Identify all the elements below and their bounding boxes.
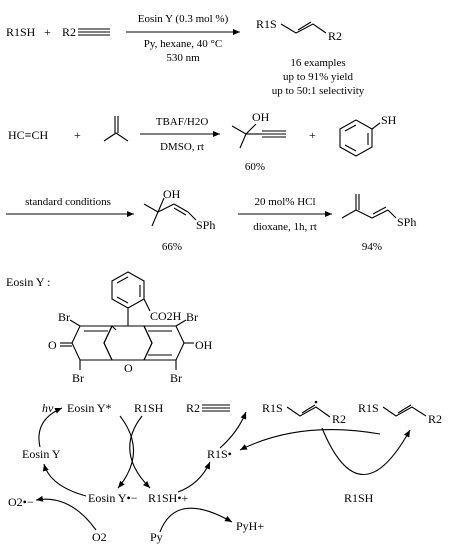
reactant-r1sh: R1SH [6,25,36,39]
scheme-2: HC≡CH + TBAF/H2O DMSO, rt OH 60% + [8,110,397,173]
summary-yield: up to 91% yield [283,71,353,83]
bromine-bottom-right: Br [170,371,182,385]
r1sh-hat-reagent: R1SH [344,491,374,505]
mechanism-cycle: hv Eosin Y* R1SH Eosin Y Eosin Y•− R1SH•… [8,400,442,544]
arrow-thiol-oxidation [129,415,151,489]
eosin-excited: Eosin Y* [67,401,112,415]
vinyl-radical-chain [286,406,331,418]
conditions-top: Eosin Y (0.3 mol %) [138,13,229,25]
keto-oxygen: O [48,338,57,352]
scheme-1: R1SH + R2 Eosin Y (0.3 mol %) Py, hexane… [6,13,365,97]
plus-sign: + [44,25,51,39]
oxygen: O2 [92,530,107,544]
alkyne-triple-bond [78,28,110,36]
arrow-deprotonation [159,507,233,533]
conditions-bottom-1: Py, hexane, 40 °C [144,38,223,50]
thiyl-radical: R1S• [207,447,232,461]
standard-conditions: standard conditions [25,196,111,208]
arrow-regenerate-thiyl [239,429,381,451]
bromine-top-left: Br [58,310,70,324]
plus-sign-2: + [309,128,316,142]
reagents-bottom: DMSO, rt [160,141,204,153]
product-r2: R2 [328,29,342,43]
product-yield-94: 94% [362,241,382,253]
thiophenol-sh: SH [381,113,397,127]
summary-selectivity: up to 50:1 selectivity [272,85,365,97]
bromine-bottom-left: Br [72,371,84,385]
scheme-3: standard conditions OH SPh 66% 20 mol% H… [6,187,416,253]
arrow-regeneration [42,463,87,497]
ring-oxygen: O [124,361,133,375]
diene-sulfide-structure [341,194,397,219]
intermediate-yield: 66% [162,241,182,253]
arrow-set-to-eosin [117,415,135,489]
product-sph: SPh [397,215,416,229]
xanthene-core [60,319,194,370]
alkyne-triple-bond-mech [202,404,230,412]
reagents-top: TBAF/H2O [156,116,209,128]
product-oh: OH [252,110,270,124]
conditions-bottom-2: 530 nm [166,52,200,64]
benzoic-acid-ring [111,271,151,326]
propargyl-alcohol-structure [231,123,286,149]
final-product-chain [382,406,427,417]
reactant-r2: R2 [62,25,76,39]
product-yield-60: 60% [245,161,265,173]
r1sh-radical-cation: R1SH•+ [148,491,189,505]
intermediate-sph: SPh [196,218,215,232]
arrow-radical-addition [219,411,247,449]
hv-label: hv [42,401,54,415]
vinyl-radical-r1s: R1S [262,401,283,415]
product-vinyl-chain [280,23,327,34]
eosin-ground: Eosin Y [22,447,61,461]
bromine-top-right: Br [186,310,198,324]
arrow-hat [321,427,411,475]
thiophenol-structure [339,119,381,157]
alkyne-r2: R2 [186,401,200,415]
dioxane-conditions: dioxane, 1h, rt [253,221,317,233]
eosin-y-structure: Eosin Y : CO2H Br Br O [6,271,213,385]
summary-examples: 16 examples [290,57,345,69]
product-r1s: R1S [256,17,277,31]
hydroxyl-oh: OH [195,338,213,352]
intermediate-oh: OH [163,187,181,201]
vinyl-radical-r2: R2 [332,412,346,426]
arrow-excitation [38,407,63,448]
superoxide: O2•− [8,495,34,509]
r1sh-reagent: R1SH [134,401,164,415]
co2h-label: CO2H [150,309,182,323]
acetylene: HC≡CH [8,128,48,142]
plus-sign-1: + [74,128,81,142]
pyridinium: PyH+ [236,519,264,533]
hcl-conditions: 20 mol% HCl [254,196,315,208]
radical-dot [314,400,318,404]
final-product-r2: R2 [428,412,442,426]
pyridine: Py [150,530,163,544]
final-product-r1s: R1S [358,401,379,415]
arrow-o2-reduction [35,495,97,531]
arrow-to-thiyl-radical [177,461,211,493]
eosin-radical-anion: Eosin Y•− [88,491,138,505]
acetone-structure [103,116,129,142]
hydroxy-vinyl-sulfide-structure [143,197,197,227]
eosin-caption: Eosin Y : [6,275,50,289]
